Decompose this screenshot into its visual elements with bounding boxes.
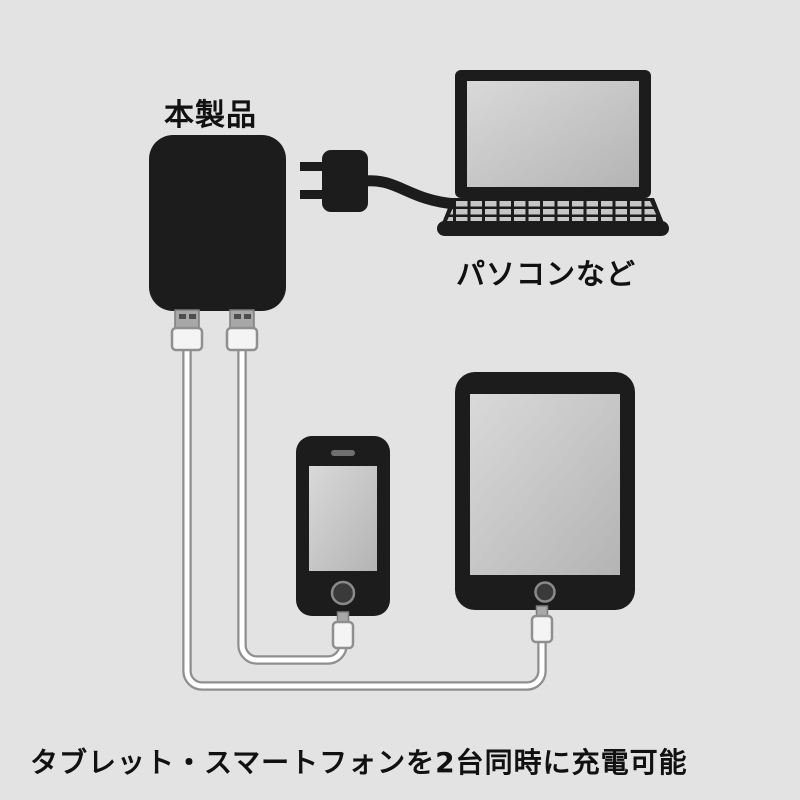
cable-to-smartphone <box>237 349 348 665</box>
laptop <box>437 70 669 236</box>
ac-plug <box>300 150 461 212</box>
usb-connector-right <box>225 309 259 352</box>
laptop-keyboard <box>447 201 659 221</box>
cable-to-tablet <box>182 349 547 691</box>
caption-text: タブレット・スマートフォンを2台同時に充電可能 <box>30 746 688 779</box>
tablet-screen <box>470 394 620 575</box>
smartphone-connector <box>331 611 355 650</box>
charger-body <box>149 135 286 311</box>
plug-body <box>322 150 368 212</box>
plug-prong-top <box>300 162 326 171</box>
usb-connector-left <box>170 309 204 352</box>
plug-cord <box>358 175 461 210</box>
smartphone-home-button <box>330 580 356 606</box>
smartphone-screen <box>309 466 377 571</box>
tablet-connector <box>530 605 554 644</box>
laptop-base <box>437 221 669 236</box>
smartphone <box>296 436 390 616</box>
laptop-label: パソコンなど <box>456 257 637 291</box>
smartphone-speaker <box>331 450 355 456</box>
plug-prong-bottom <box>300 190 326 199</box>
tablet-home-button <box>534 581 556 603</box>
product-label: 本製品 <box>164 98 257 133</box>
tablet <box>455 372 635 610</box>
laptop-screen <box>467 81 639 187</box>
